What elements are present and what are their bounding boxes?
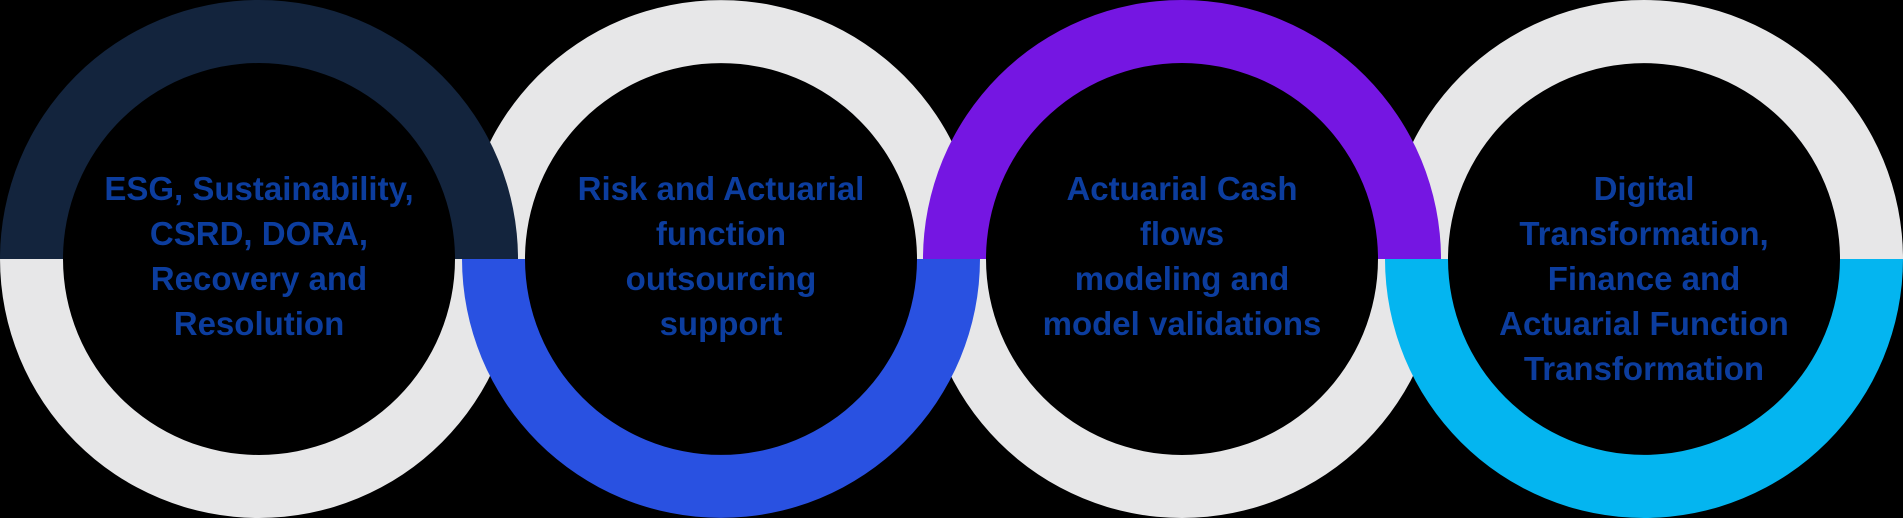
ring-2-label-line: function (655, 215, 787, 252)
ring-4-label-line: Transformation, (1519, 215, 1769, 252)
ring-4-label-line: Digital (1593, 170, 1695, 207)
ring-4-label-line: Actuarial Function (1499, 305, 1789, 342)
ring-4-label-line: Transformation (1523, 350, 1765, 387)
ring-2-top-arc (462, 0, 980, 259)
ring-4-label: Digital Transformation, Finance and Actu… (1454, 166, 1834, 391)
ring-1-top-arc (0, 0, 518, 259)
ring-3-top-arc (923, 0, 1441, 259)
ring-4-top-arc (1385, 0, 1903, 259)
ring-2-label-line: outsourcing (625, 260, 817, 297)
ring-2-bottom-arc (462, 259, 980, 518)
ring-3-label-line: Actuarial Cash (1066, 170, 1298, 207)
ring-3-label-line: modeling and (1074, 260, 1290, 297)
ring-3-label: Actuarial Cash flows modeling and model … (992, 166, 1372, 346)
ring-3-label-line: flows (1139, 215, 1225, 252)
ring-2-label-line: Risk and Actuarial (577, 170, 865, 207)
ring-4-bottom-arc (1385, 259, 1903, 518)
ring-1-label: ESG, Sustainability, CSRD, DORA, Recover… (69, 166, 449, 346)
ring-3-bottom-arc (923, 259, 1441, 518)
ring-1-label-line: Recovery and (150, 260, 368, 297)
ring-2-label: Risk and Actuarial function outsourcing … (531, 166, 911, 346)
ring-1-bottom-arc (0, 259, 518, 518)
ring-2-label-line: support (659, 305, 783, 342)
ring-4-label-line: Finance and (1547, 260, 1741, 297)
ring-1-label-line: ESG, Sustainability, (104, 170, 414, 207)
ring-3-label-line: model validations (1042, 305, 1322, 342)
ring-1-label-line: CSRD, DORA, (149, 215, 369, 252)
ring-1-label-line: Resolution (173, 305, 345, 342)
